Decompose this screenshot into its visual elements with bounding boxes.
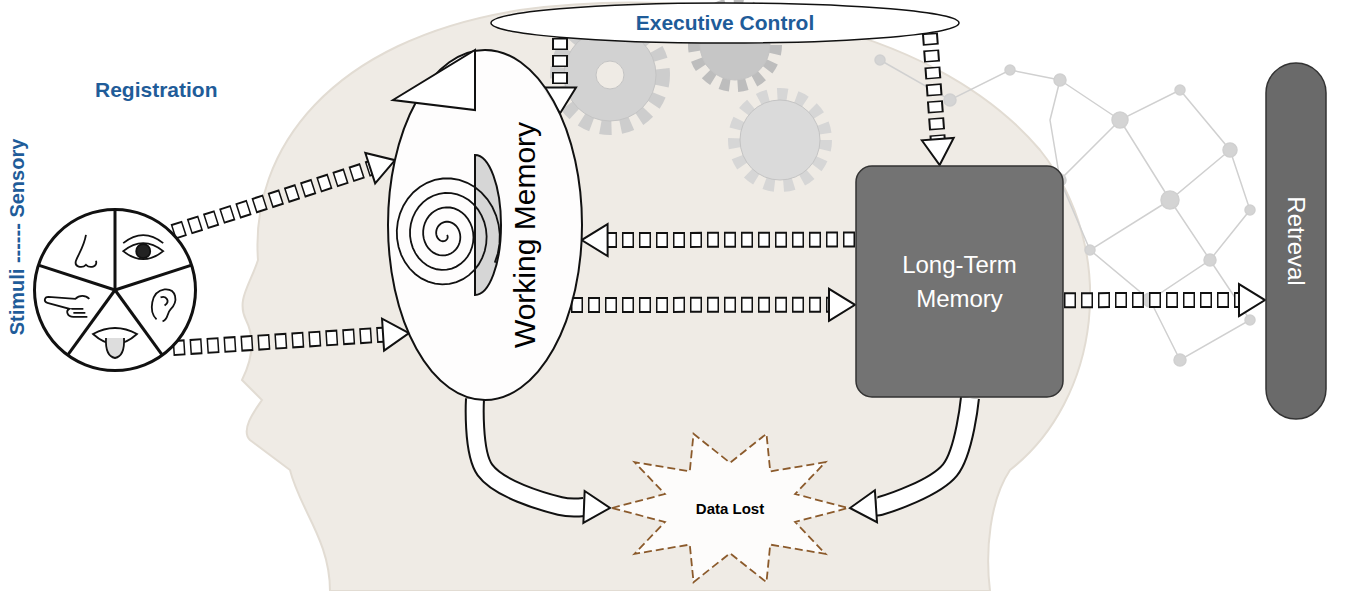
wedge-divider: [115, 265, 192, 290]
arrow-shaft-fill: [554, 38, 566, 87]
hand-icon: [45, 296, 90, 317]
block-arrow: [475, 399, 610, 523]
arrow-shaft-fill: [571, 299, 829, 311]
half-disc: [475, 155, 501, 295]
cycle-arrowhead: [393, 50, 475, 110]
arrow-shaft-fill: [1064, 294, 1239, 306]
nose-icon: [76, 235, 97, 267]
stage-label: Retreval: [1282, 196, 1310, 285]
arrow-shaft-fill: [930, 33, 938, 139]
arrow-shaft-outline: [475, 399, 584, 508]
network-dot: [1161, 191, 1179, 209]
memory-label: Working Memory: [508, 122, 542, 348]
arrowhead: [850, 490, 877, 522]
arrow-shaft-fill: [608, 234, 855, 247]
stage-label: Stimuli ------ Sensory: [6, 139, 29, 336]
block-arrow: [571, 289, 855, 321]
arrowhead: [582, 224, 608, 256]
arrow-shaft-outline: [876, 398, 970, 506]
network-dot: [1204, 254, 1216, 266]
arrowhead: [922, 138, 954, 165]
memory-box: [855, 165, 1064, 398]
working-memory-shape: Working Memory: [385, 45, 585, 405]
wedge-divider: [38, 265, 115, 290]
arrow-shaft-outline: [930, 33, 938, 139]
arrow-shaft-fill: [173, 335, 383, 348]
arrow-shaft-outline: [1064, 292, 1239, 308]
block-arrow: [850, 398, 970, 522]
arrow-shaft-outline: [608, 232, 855, 249]
sense-icons: [45, 235, 176, 358]
eyebrow: [123, 235, 163, 243]
network-dot: [1054, 74, 1066, 86]
spiral: [397, 178, 500, 284]
network-dot: [944, 94, 956, 106]
ear-icon: [152, 289, 175, 321]
network-dot: [1005, 65, 1015, 75]
network-dot: [1175, 85, 1185, 95]
block-arrow: [173, 153, 395, 232]
working-memory-shape: [385, 45, 585, 405]
memory-box: Long-Term Memory: [855, 165, 1064, 398]
sensory-circle: RegistrationStimuli ------ Sensory: [33, 208, 197, 372]
tongue: [106, 338, 124, 358]
starburst: Data Lost: [610, 428, 850, 588]
memory-label: Long-Term Memory: [855, 248, 1064, 315]
wedge-divider: [114, 210, 117, 291]
arrow-shaft-outline: [173, 168, 370, 232]
gear-hole: [596, 61, 624, 89]
block-arrow: [582, 224, 855, 256]
tongue-icon: [93, 328, 137, 358]
arrowhead: [583, 491, 610, 523]
arrowhead: [829, 289, 855, 321]
memory-box-outline: [856, 166, 1063, 397]
sensory-circle-outline: [35, 210, 196, 371]
head-silhouette: [242, 2, 1090, 591]
gear: [564, 29, 656, 121]
control-ellipse-outline: [491, 3, 959, 43]
arrow-shaft-outline: [173, 335, 383, 348]
arrow-shaft-fill: [475, 399, 584, 508]
stage-heading: Registration: [95, 78, 218, 102]
arrow-shaft-fill: [876, 398, 970, 506]
network-dot: [1174, 354, 1186, 366]
gear: [740, 100, 820, 180]
network-dot: [1245, 205, 1255, 215]
arrow-shaft-outline: [571, 297, 829, 313]
block-arrow: [922, 33, 954, 165]
loss-label: Data Lost: [696, 500, 764, 517]
block-arrow: [1064, 284, 1265, 316]
network-dot: [1112, 112, 1128, 128]
network-dot: [1085, 245, 1095, 255]
arrow-shaft-fill: [173, 168, 370, 232]
retrieval-pill: Retreval: [1265, 62, 1327, 420]
arrow-shaft-outline: [552, 38, 568, 87]
control-ellipse: Executive Control: [490, 2, 960, 44]
network-dot: [1223, 143, 1237, 157]
starburst-outline: [612, 434, 848, 582]
retrieval-pill-outline: [1266, 63, 1326, 419]
network-dot: [1245, 315, 1255, 325]
control-label: Executive Control: [636, 11, 815, 35]
working-memory-outline: [388, 50, 582, 400]
arrowhead: [1239, 284, 1265, 316]
gear: [735, 95, 825, 185]
eye-outline: [123, 243, 163, 259]
network-dot: [875, 55, 885, 65]
eye-icon: [123, 235, 163, 259]
sensory-circle: [33, 208, 197, 372]
block-arrow: [173, 319, 409, 351]
eye-iris: [136, 244, 150, 258]
